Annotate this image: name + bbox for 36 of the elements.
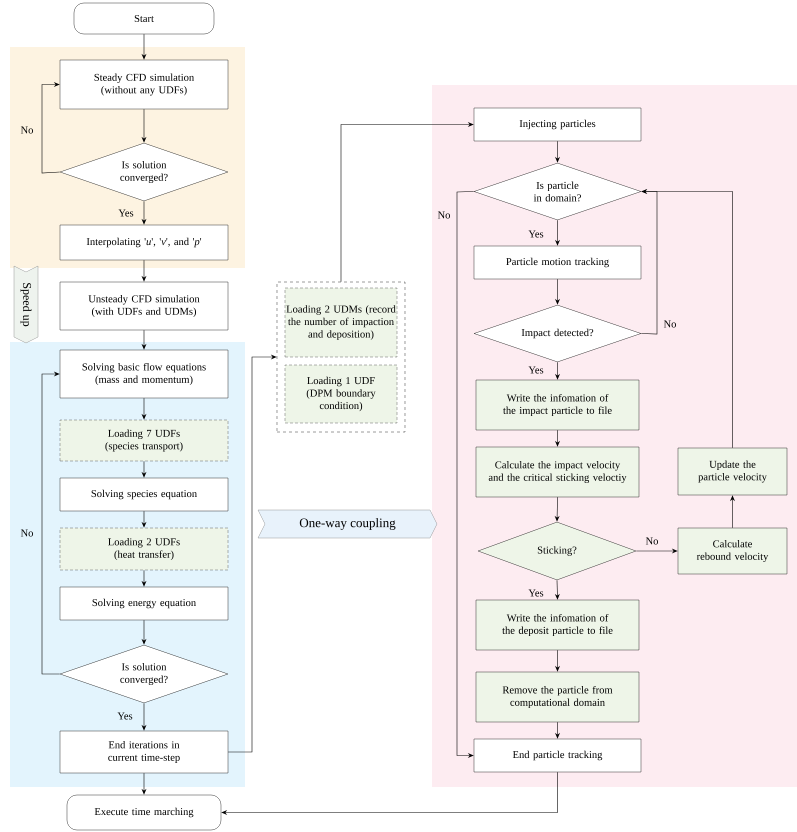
edge-label: No [20,126,33,134]
process-box: Write the infomation of the impact particle to file [476,380,640,430]
edge-label: Yes [117,712,132,720]
edge-label: Yes [528,230,544,238]
process-box: Interpolating 'u', 'v', and 'p' [60,224,228,260]
edge-label: Yes [528,590,544,596]
process-box: Calculate rebound velocity [678,528,788,574]
edge-label: No [20,530,33,536]
process-box: Steady CFD simulation (without any UDFs) [60,60,228,110]
edge-label: No [664,320,676,328]
arrow [42,371,60,674]
process-box: Unsteady CFD simulation (with UDFs and UDMs) [60,282,228,330]
terminal-box: Start [74,2,214,34]
edge-label: Yes [528,366,544,374]
process-box: End iterations in current time-step [60,730,228,774]
process-box: Solving species equation [60,478,228,512]
edge-label: No [438,212,450,218]
terminal-box: Execute time marching [66,794,222,830]
dashed-process-box: Loading 1 UDF (DPM boundary condition) [284,364,398,424]
coupling-banner: One-way coupling [258,510,438,538]
process-box: End particle tracking [474,738,642,772]
process-box: Write the infomation of the deposit particle to file [476,600,640,650]
process-box: Solving energy equation [60,586,228,620]
edge-label: No [646,538,658,544]
process-box: Injecting particles [474,108,642,142]
process-box: Calculate the impact velocity and the critical sticking veloctiy [476,446,640,498]
arrow [42,82,60,174]
process-box: Remove the particle from computational domain [476,672,640,722]
process-box: Solving basic flow equations (mass and momentum) [60,350,228,398]
dashed-process-box: Loading 2 UDMs (record the number of impaction and deposition) [284,288,398,358]
process-box: Update the particle velocity [678,448,788,496]
dashed-process-box: Loading 2 UDFs (heat transfer) [60,528,228,570]
dashed-process-box: Loading 7 UDFs (species transport) [60,420,228,462]
process-box: Particle motion tracking [474,246,642,280]
edge-label: Yes [118,210,134,216]
speed-up-banner: Speed up [14,266,38,344]
